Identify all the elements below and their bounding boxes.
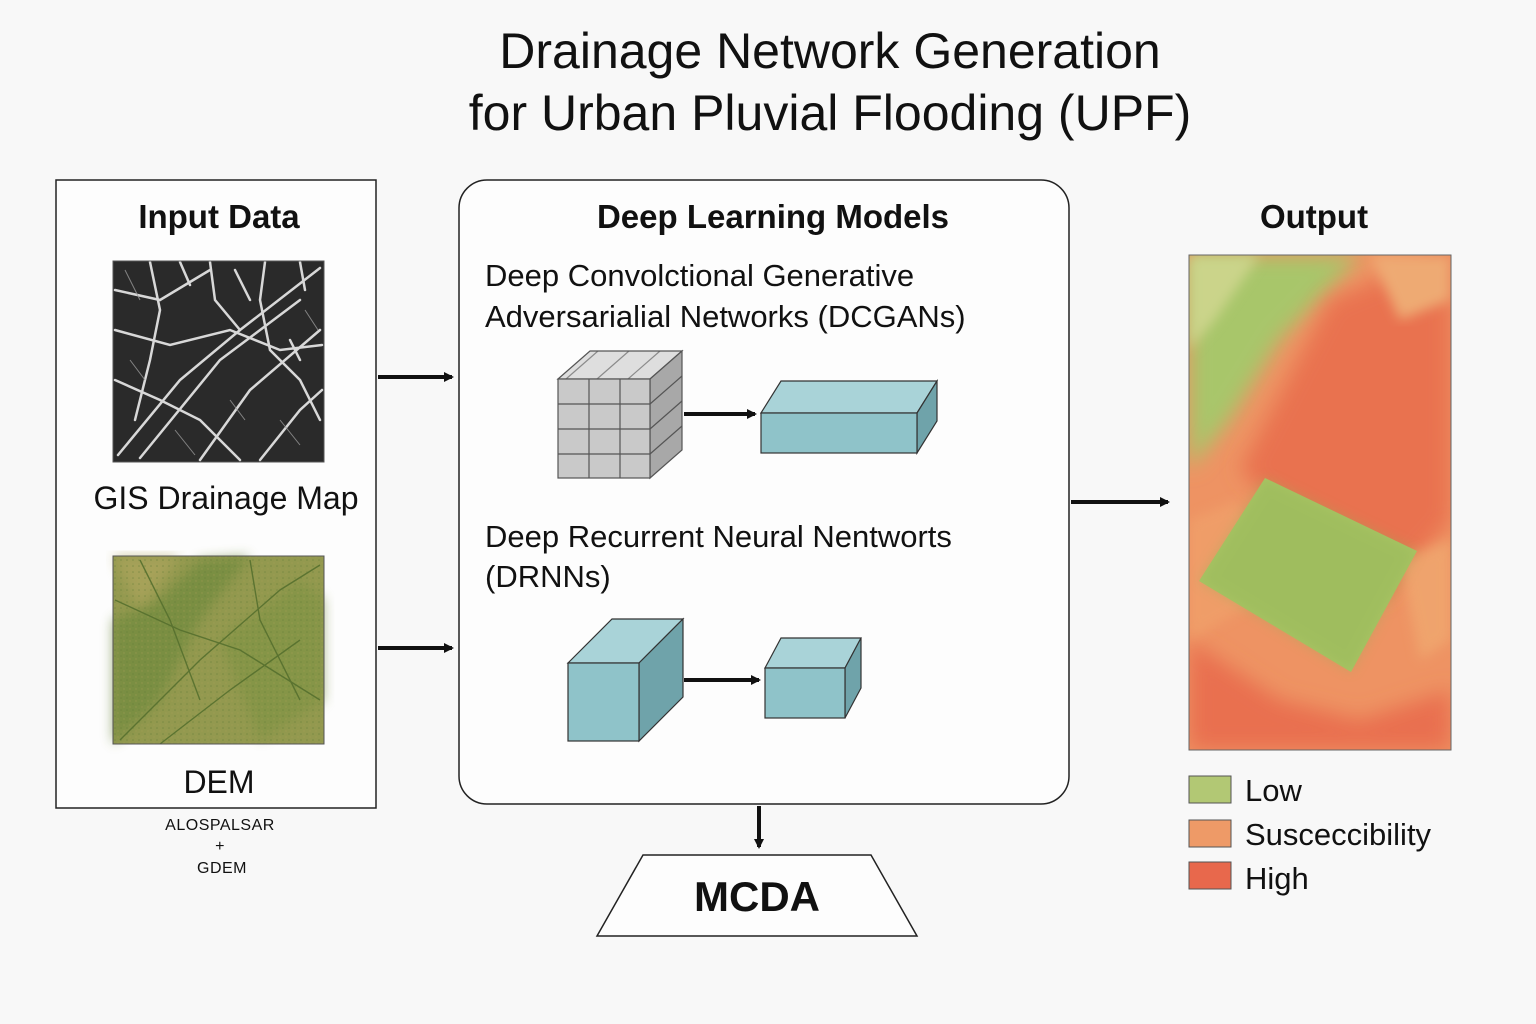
title-line-2: for Urban Pluvial Flooding (UPF) — [469, 85, 1192, 141]
gis-drainage-map-label: GIS Drainage Map — [93, 480, 358, 516]
dcgan-title-line-2: Adversarialial Networks (DCGANs) — [485, 299, 966, 334]
dem-source-line-2: + — [215, 838, 225, 855]
dem-source-line-3: GDEM — [197, 860, 247, 877]
legend-swatch-high — [1188, 861, 1232, 890]
dem-source-line-1: ALOSPALSAR — [165, 817, 275, 834]
mcda-box: MCDA — [595, 854, 919, 937]
dem-image — [112, 555, 325, 745]
legend-label-susceptibility: Susceсcibility — [1245, 817, 1432, 852]
dem-label: DEM — [183, 764, 254, 800]
models-heading: Deep Learning Models — [597, 198, 949, 235]
dcgan-input-grid-cube — [556, 349, 684, 480]
dcgan-output-block — [759, 378, 939, 456]
output-heading: Output — [1260, 198, 1368, 235]
dcgan-title-line-1: Deep Convolctional Generative — [485, 258, 914, 293]
mcda-label: MCDA — [694, 873, 820, 920]
legend-label-low: Low — [1245, 773, 1302, 808]
drnn-output-cube — [764, 637, 862, 719]
susceptibility-map-image — [1188, 254, 1452, 751]
deep-learning-models-panel: Deep Learning Models Deep Convolctional … — [458, 179, 1070, 805]
title-line-1: Drainage Network Generation — [499, 23, 1160, 79]
legend-swatch-low — [1188, 775, 1232, 804]
drnn-input-cube — [566, 617, 685, 743]
legend: Low Susceсcibility High — [1188, 773, 1432, 896]
drnn-title-line-1: Deep Recurrent Neural Nentworts — [485, 519, 952, 554]
legend-swatch-susceptibility — [1188, 819, 1232, 848]
input-data-heading: Input Data — [138, 198, 300, 235]
gis-drainage-map-image — [112, 260, 325, 463]
input-data-panel: Input Data — [55, 179, 377, 809]
drnn-title-line-2: (DRNNs) — [485, 559, 611, 594]
legend-label-high: High — [1245, 861, 1309, 896]
